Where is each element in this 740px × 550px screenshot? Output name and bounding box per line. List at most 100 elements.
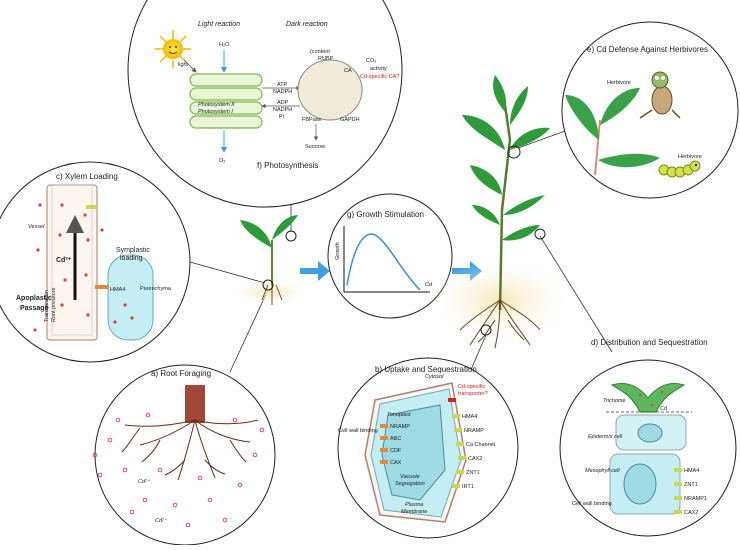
light-label: light bbox=[178, 62, 189, 68]
distribution-cd-label: Cd bbox=[660, 406, 667, 412]
photosynthesis-panel: Light reaction Dark reaction light Photo… bbox=[127, 0, 403, 208]
membrane-transporters bbox=[448, 398, 466, 488]
uptake-hma4-label: HMA4 bbox=[462, 414, 477, 420]
sun-icon bbox=[155, 30, 191, 68]
growth-xlabel: Cd bbox=[425, 282, 433, 288]
activity-label: activity bbox=[370, 66, 387, 72]
cd-transporter-label-1: Cd-specific bbox=[458, 384, 485, 390]
uptake-cell-wall-label: Cell wall binding bbox=[338, 428, 378, 434]
vessel-label: Vessel bbox=[28, 224, 45, 230]
mesophyll-transporters bbox=[674, 468, 682, 514]
defense-panel: e) Cd Defense Against Herbivores Herbivo… bbox=[561, 21, 739, 199]
photosystem-1-label: Photosystem I bbox=[198, 109, 233, 115]
trichome-shape bbox=[610, 383, 686, 413]
progress-arrow-1 bbox=[300, 261, 330, 281]
distribution-nramp1-label: NRAMP1 bbox=[684, 496, 707, 502]
plasma-label-2: Membrane bbox=[401, 509, 427, 515]
plasma-label-1: Plasma bbox=[405, 502, 423, 508]
parenchyma-cell bbox=[107, 254, 154, 341]
root-cd-1-label: Cd²⁺ bbox=[138, 479, 151, 485]
xylem-panel: c) Xylem Loading Vessel Cd²⁺ Transpirati… bbox=[0, 161, 191, 363]
epidermis-label: Epidermis cell bbox=[588, 434, 623, 440]
cd-dots bbox=[33, 203, 134, 332]
nadph-label: NADPH bbox=[273, 89, 292, 95]
symplastic-label: Symplastic bbox=[116, 247, 150, 254]
herbivore-1-label: Herbivore bbox=[607, 80, 631, 86]
adp-label: ADP bbox=[277, 100, 289, 106]
vacuole bbox=[381, 404, 446, 501]
growth-title: g) Growth Stimulation bbox=[347, 210, 424, 219]
cytosol-label: Cytosol bbox=[425, 374, 444, 380]
cdf-label: CDF bbox=[390, 448, 402, 454]
cax2-label: CAX2 bbox=[468, 456, 482, 462]
uptake-title: b) Uptake and Sequestration bbox=[375, 365, 477, 374]
distribution-cell-wall-label: Cell wall binding bbox=[572, 501, 612, 507]
cd-specific-ca-label: Cd-specific CA? bbox=[360, 74, 399, 80]
growth-ylabel: Growth bbox=[335, 242, 341, 260]
abc-label: ABC bbox=[390, 436, 401, 442]
herbivore-icon bbox=[639, 71, 681, 119]
znt1-label: ZNT1 bbox=[466, 470, 480, 476]
o2-label: O₂ bbox=[219, 158, 225, 164]
dark-reaction-label: Dark reaction bbox=[286, 21, 328, 28]
thylakoid-stack bbox=[189, 73, 263, 129]
root-stem bbox=[185, 385, 205, 423]
loading-label: loading bbox=[120, 255, 143, 262]
distribution-znt1-label: ZNT1 bbox=[684, 482, 698, 488]
nadph2-label: NADPH bbox=[273, 107, 292, 113]
root-pressure-label: Root pressure bbox=[51, 287, 57, 322]
root-panel: a) Root Foraging Cd²⁺ Cd²⁺ bbox=[92, 364, 276, 546]
vacuole-label-2: Segregation bbox=[395, 481, 425, 487]
irt1-label: IRT1 bbox=[462, 484, 474, 490]
photosynthesis-title: f) Photosynthesis bbox=[257, 161, 318, 170]
growth-panel: g) Growth Stimulation Growth Cd bbox=[327, 193, 453, 319]
distribution-panel: d) Distribution and Sequestration Tricho… bbox=[559, 338, 737, 537]
sucrose-label: Sucrose bbox=[305, 144, 325, 150]
content-label: (content bbox=[310, 49, 330, 55]
parenchyma-label: Parenchyma bbox=[140, 286, 172, 292]
trichome-label: Trichome bbox=[603, 398, 626, 404]
uptake-panel: b) Uptake and Sequestration Tonoplast Cy… bbox=[337, 357, 519, 539]
cax-label: CAX bbox=[390, 460, 402, 466]
pi-label: Pi bbox=[279, 114, 284, 120]
root-branches bbox=[121, 419, 259, 481]
leaf-icon bbox=[598, 153, 660, 168]
leaf-icon bbox=[565, 95, 599, 140]
root-cd-2-label: Cd²⁺ bbox=[155, 518, 168, 524]
co2-label: CO₂ bbox=[366, 58, 376, 64]
tonoplast-label: Tonoplast bbox=[387, 412, 411, 418]
defense-title: e) Cd Defense Against Herbivores bbox=[587, 45, 708, 54]
leaf-icon bbox=[600, 88, 640, 125]
cd-transporter-label-2: transporter? bbox=[458, 391, 488, 397]
mesophyll-label: Mesophyll cell bbox=[585, 468, 620, 474]
passage-label: Passage bbox=[20, 305, 49, 312]
ca-channel-label: Ca Channel bbox=[466, 442, 495, 448]
vacuole-label-1: Vacuole bbox=[400, 474, 420, 480]
xylem-cd-label: Cd²⁺ bbox=[56, 257, 72, 264]
distribution-cax2-label: CAX2 bbox=[684, 510, 698, 516]
hma4-transporter bbox=[95, 285, 109, 289]
connector-lines bbox=[189, 129, 613, 373]
distribution-hma4-label: HMA4 bbox=[684, 468, 699, 474]
xylem-title: c) Xylem Loading bbox=[56, 172, 118, 181]
root-title: a) Root Foraging bbox=[151, 369, 211, 378]
nramp-in-label: NRAMP bbox=[390, 424, 410, 430]
caterpillar-icon bbox=[658, 160, 701, 178]
fbpase-label: FBPase bbox=[302, 117, 322, 123]
transpiration-label: Transpiration bbox=[44, 290, 50, 322]
photosystem-2-label: Photosystem II bbox=[198, 102, 235, 108]
gapdh-label: GAPDH bbox=[340, 117, 360, 123]
growth-curve bbox=[346, 233, 421, 291]
nramp-out-label: NRAMP bbox=[464, 428, 484, 434]
ca-label: CA bbox=[344, 68, 352, 74]
large-plant bbox=[430, 75, 570, 349]
rubp-label: RUBP bbox=[318, 56, 334, 62]
tonoplast-transporters bbox=[380, 424, 388, 464]
apoplastic-label: Apoplastic bbox=[16, 295, 52, 302]
light-reaction-label: Light reaction bbox=[198, 21, 240, 28]
xylem-hma4-label: HMA4 bbox=[110, 287, 125, 293]
h2o-label: H₂O bbox=[219, 42, 230, 48]
small-plant bbox=[230, 215, 310, 305]
